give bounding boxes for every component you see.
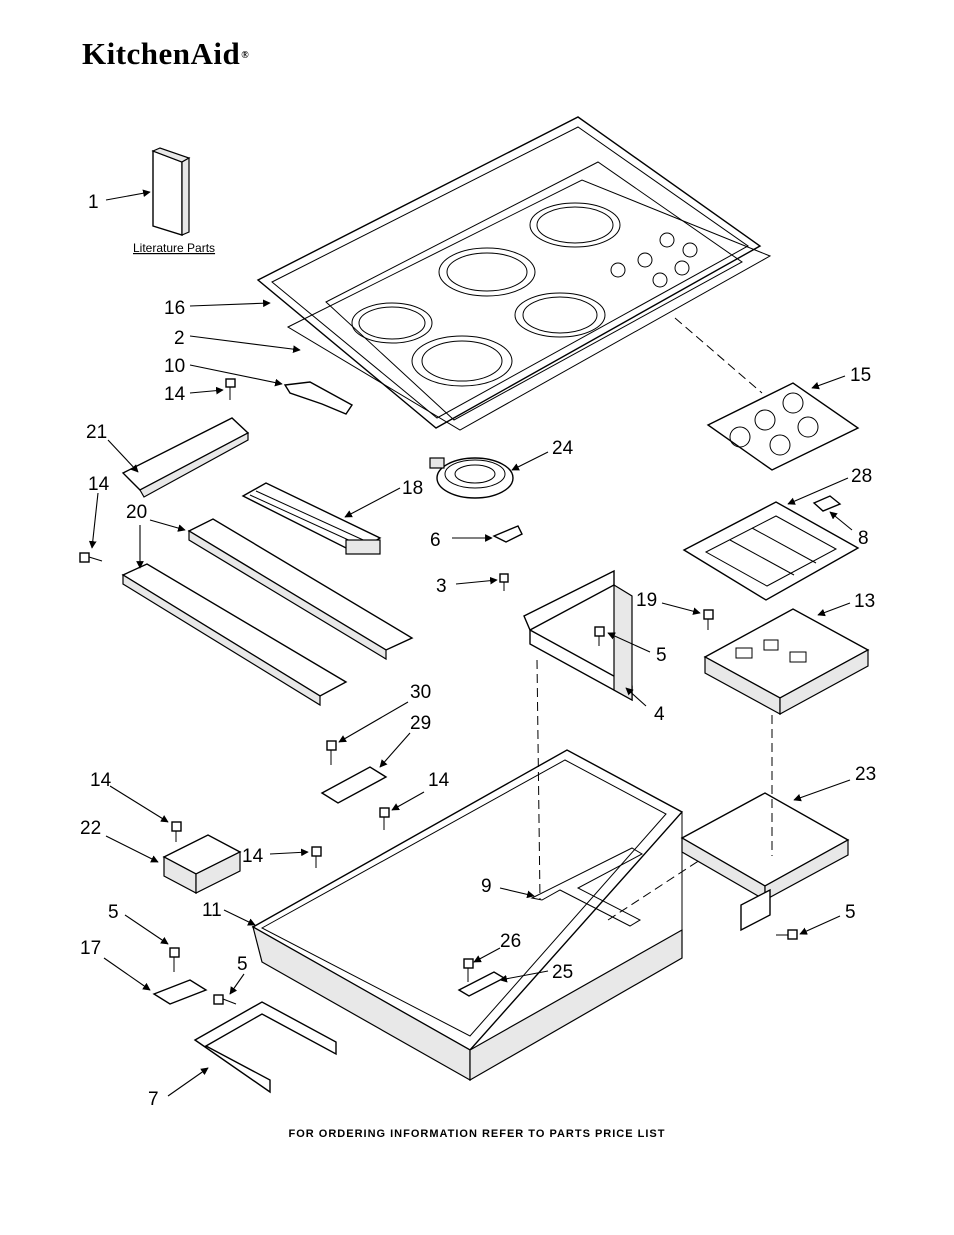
callout-label: 14 bbox=[88, 474, 110, 495]
side-bracket bbox=[193, 1001, 337, 1094]
ribbon-cable bbox=[241, 482, 382, 555]
callout-label: 29 bbox=[410, 713, 431, 734]
callout-label: 3 bbox=[436, 576, 447, 597]
alignment-line bbox=[674, 317, 763, 394]
callout-label: 13 bbox=[854, 591, 875, 612]
ordering-info-note: FOR ORDERING INFORMATION REFER TO PARTS … bbox=[288, 1128, 666, 1140]
screw-icon bbox=[171, 821, 182, 842]
screw-icon bbox=[311, 846, 322, 868]
callout-label: 5 bbox=[237, 954, 248, 975]
callout-label: 6 bbox=[430, 530, 441, 551]
radiant-element bbox=[429, 457, 514, 499]
callout-label: 14 bbox=[90, 770, 112, 791]
callout-label: 26 bbox=[500, 931, 521, 952]
power-board bbox=[703, 608, 870, 716]
alignment-line bbox=[536, 659, 541, 901]
callout-label: 1 bbox=[88, 192, 99, 213]
callout-label: 16 bbox=[164, 298, 185, 319]
callout-label: 14 bbox=[428, 770, 450, 791]
callout-label: 14 bbox=[164, 384, 186, 405]
screw-icon bbox=[213, 994, 237, 1005]
small-plate bbox=[812, 495, 842, 512]
cooktop-gasket bbox=[286, 179, 772, 431]
heat-shield-frame bbox=[682, 501, 860, 601]
callout-label: 8 bbox=[858, 528, 869, 549]
control-board bbox=[706, 382, 860, 471]
screw-icon bbox=[594, 626, 605, 646]
callout-label: 24 bbox=[552, 438, 574, 459]
ground-plate bbox=[152, 979, 208, 1005]
callout-label: 18 bbox=[402, 478, 423, 499]
callout-label: 28 bbox=[851, 466, 872, 487]
callout-label: 2 bbox=[174, 328, 185, 349]
callout-label: 15 bbox=[850, 365, 871, 386]
callout-label: 9 bbox=[481, 876, 492, 897]
junction-box bbox=[162, 834, 242, 894]
callout-label: 21 bbox=[86, 422, 107, 443]
trim-strip bbox=[283, 381, 354, 415]
channel-bracket bbox=[523, 569, 633, 702]
screw-icon bbox=[499, 573, 509, 591]
callout-label: 14 bbox=[242, 846, 264, 867]
callout-label: 23 bbox=[855, 764, 876, 785]
screw-icon bbox=[379, 807, 390, 830]
callout-label: 5 bbox=[845, 902, 856, 923]
screw-icon bbox=[169, 947, 180, 972]
base-pan bbox=[251, 749, 684, 1082]
callout-label: 10 bbox=[164, 356, 185, 377]
kitchenaid-logo: KitchenAid® bbox=[82, 36, 250, 71]
alignment-line bbox=[607, 859, 701, 921]
callout-label: 17 bbox=[80, 938, 101, 959]
screw-icon bbox=[776, 929, 798, 940]
leader-lines bbox=[88, 189, 853, 1097]
callout-label: 4 bbox=[654, 704, 665, 725]
screw-icon bbox=[463, 958, 474, 982]
insulation-pad bbox=[530, 847, 644, 927]
callout-label: 25 bbox=[552, 962, 573, 983]
callout-label: 19 bbox=[636, 590, 657, 611]
mounting-bracket bbox=[121, 417, 250, 498]
literature-booklet bbox=[151, 147, 191, 236]
callout-labels: 1 16 2 10 14 21 14 20 18 24 6 3 15 28 8 … bbox=[80, 192, 876, 1110]
callout-label: 5 bbox=[656, 645, 667, 666]
callout-label: 20 bbox=[126, 502, 147, 523]
screw-icon bbox=[225, 378, 236, 400]
callout-label: 22 bbox=[80, 818, 101, 839]
callout-label: 30 bbox=[410, 682, 431, 703]
screw-icon bbox=[326, 740, 337, 765]
callout-label: 11 bbox=[202, 900, 222, 921]
element-clip bbox=[492, 525, 523, 543]
literature-parts-label: Literature Parts bbox=[133, 241, 215, 255]
mounting-plate bbox=[320, 766, 388, 804]
cooktop-glass-top bbox=[256, 116, 762, 429]
callout-label: 7 bbox=[148, 1089, 159, 1110]
side-rails bbox=[121, 518, 414, 707]
screw-icon bbox=[703, 609, 714, 630]
screw-icon bbox=[79, 552, 103, 563]
callout-label: 5 bbox=[108, 902, 119, 923]
electronics-box bbox=[680, 792, 850, 932]
